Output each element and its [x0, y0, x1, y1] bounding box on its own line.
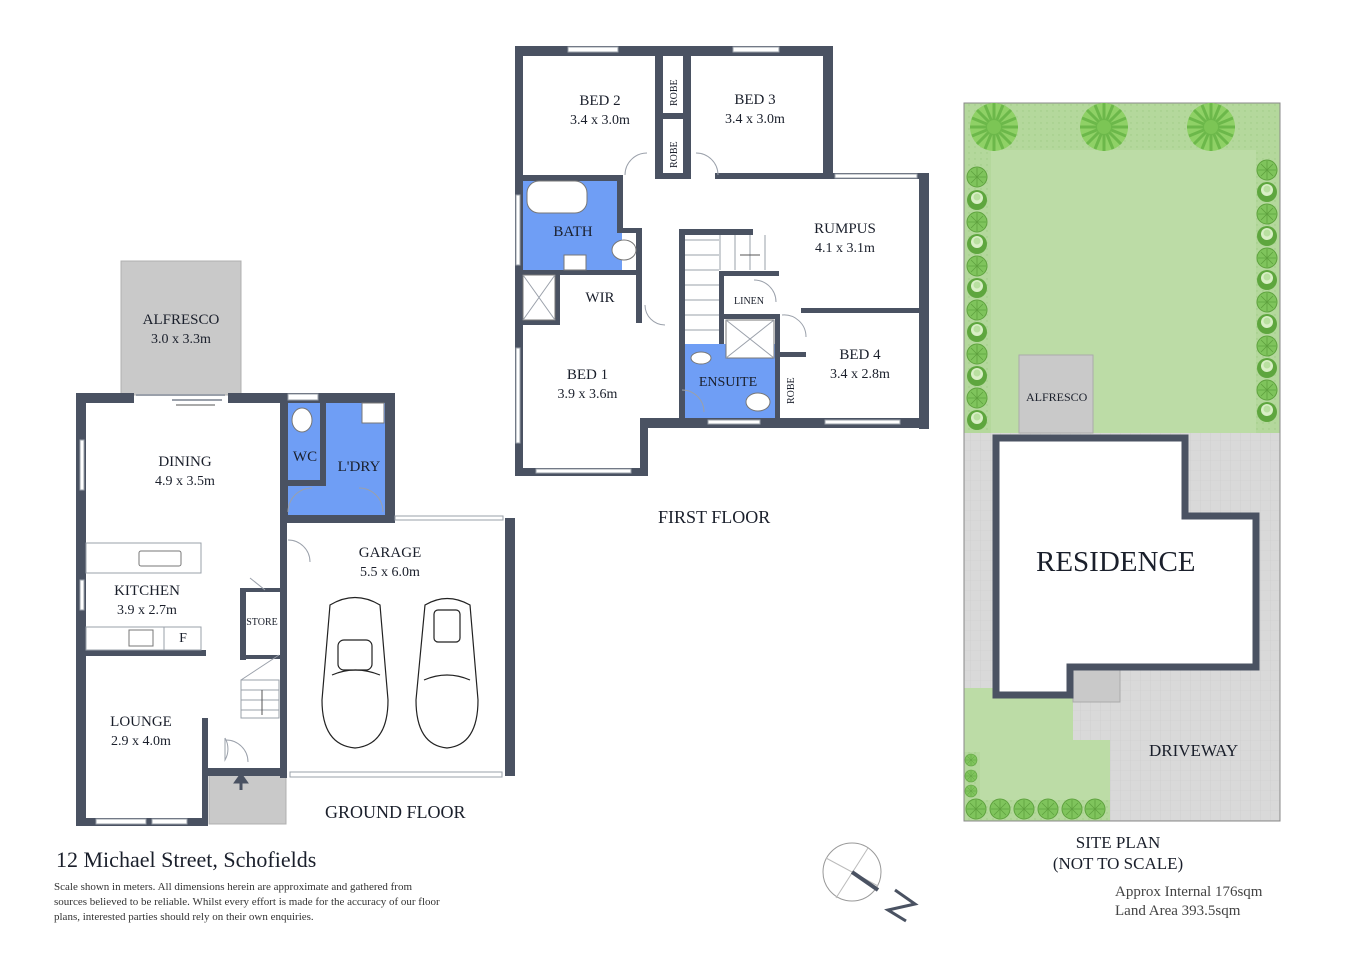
- site-residence-label: RESIDENCE: [1036, 546, 1196, 578]
- room-dimension: 2.9 x 4.0m: [111, 734, 171, 749]
- first-floor-plan: [515, 46, 929, 476]
- area-summary: Approx Internal 176sqm Land Area 393.5sq…: [1115, 883, 1262, 921]
- room-bed4: BED 4 3.4 x 2.8m: [810, 345, 910, 385]
- room-dimension: 3.4 x 3.0m: [570, 113, 630, 128]
- room-name: BATH: [553, 224, 593, 240]
- room-name: L'DRY: [337, 459, 381, 475]
- porch-area: [208, 771, 287, 825]
- room-dimension: 5.5 x 6.0m: [360, 565, 420, 580]
- disclaimer-line: plans, interested parties should rely on…: [54, 911, 314, 923]
- room-bed2: BED 2 3.4 x 3.0m: [545, 91, 655, 131]
- room-alfresco: ALFRESCO 3.0 x 3.3m: [121, 310, 241, 350]
- robe-bed4-label: ROBE: [786, 377, 797, 404]
- room-dimension: 4.1 x 3.1m: [815, 241, 875, 256]
- room-store: STORE: [243, 613, 281, 633]
- room-laundry: L'DRY: [330, 457, 388, 477]
- site-plan-title: SITE PLAN (NOT TO SCALE): [1048, 832, 1188, 874]
- room-ensuite: ENSUITE: [688, 373, 768, 393]
- ground-floor-title: GROUND FLOOR: [325, 802, 466, 822]
- approx-internal: Approx Internal 176sqm: [1115, 884, 1263, 900]
- room-bed1: BED 1 3.9 x 3.6m: [535, 365, 640, 405]
- alfresco-area: [120, 260, 242, 396]
- room-name: ALFRESCO: [142, 312, 220, 328]
- room-dimension: 3.9 x 3.6m: [557, 387, 618, 402]
- room-bath: BATH: [540, 222, 606, 242]
- robe-top-label: ROBE: [669, 79, 680, 106]
- room-wc: WC: [288, 447, 322, 467]
- land-area: Land Area 393.5sqm: [1115, 903, 1241, 919]
- site-plan-title-text: SITE PLAN: [1075, 833, 1161, 852]
- room-dimension: 3.0 x 3.3m: [151, 332, 211, 347]
- room-dimension: 3.4 x 2.8m: [830, 367, 890, 382]
- first-floor-title: FIRST FLOOR: [658, 507, 771, 527]
- ground-floor-plan: [76, 260, 515, 826]
- disclaimer-line: Scale shown in meters. All dimensions he…: [54, 881, 413, 893]
- room-wir: WIR: [565, 288, 635, 308]
- room-name: BED 1: [566, 367, 609, 383]
- room-dimension: 4.9 x 3.5m: [155, 474, 215, 489]
- room-name: KITCHEN: [114, 583, 180, 599]
- disclaimer-line: sources believed to be reliable. Whilst …: [54, 896, 440, 908]
- room-dimension: 3.4 x 3.0m: [725, 112, 785, 127]
- fridge-text: F: [179, 631, 187, 646]
- property-address: 12 Michael Street, Schofields: [56, 847, 317, 872]
- room-garage: GARAGE 5.5 x 6.0m: [330, 543, 450, 583]
- disclaimer: Scale shown in meters. All dimensions he…: [54, 880, 440, 925]
- north-arrow-icon: [822, 842, 919, 923]
- site-plan-subtitle: (NOT TO SCALE): [1052, 854, 1184, 873]
- room-name: BED 3: [734, 92, 776, 108]
- room-dining: DINING 4.9 x 3.5m: [125, 452, 245, 492]
- room-kitchen: KITCHEN 3.9 x 2.7m: [88, 581, 206, 621]
- room-name: BED 2: [579, 93, 621, 109]
- site-plan: [963, 101, 1281, 822]
- room-name: ENSUITE: [698, 375, 758, 390]
- room-bed3: BED 3 3.4 x 3.0m: [700, 90, 810, 130]
- room-name: WIR: [585, 290, 615, 306]
- fridge-label: F: [168, 629, 198, 649]
- room-name: BED 4: [839, 347, 881, 363]
- site-driveway-label: DRIVEWAY: [1149, 741, 1239, 760]
- room-name: GARAGE: [358, 545, 422, 561]
- room-name: STORE: [246, 617, 278, 628]
- room-name: LINEN: [734, 296, 764, 307]
- room-rumpus: RUMPUS 4.1 x 3.1m: [790, 219, 900, 259]
- room-dimension: 3.9 x 2.7m: [117, 603, 177, 618]
- room-lounge: LOUNGE 2.9 x 4.0m: [86, 712, 196, 752]
- room-linen: LINEN: [722, 292, 776, 312]
- room-name: LOUNGE: [110, 714, 172, 730]
- room-name: WC: [292, 449, 318, 465]
- site-alfresco-label: ALFRESCO: [1026, 390, 1088, 404]
- robe-mid-label: ROBE: [669, 141, 680, 168]
- room-name: RUMPUS: [814, 221, 876, 237]
- room-name: DINING: [158, 454, 212, 470]
